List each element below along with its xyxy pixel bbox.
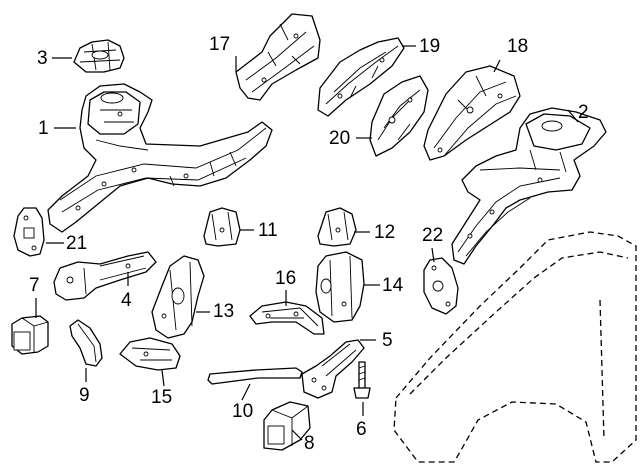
callout-3: 3 (37, 48, 48, 69)
callout-1: 1 (38, 118, 49, 139)
callout-6: 6 (356, 419, 367, 440)
callout-12: 12 (374, 222, 396, 243)
callout-16: 16 (275, 268, 297, 289)
callout-11: 11 (258, 220, 278, 241)
part-20-inner-apron (369, 75, 429, 157)
part-22-oval-plate (423, 257, 459, 315)
part-14-bracket (315, 251, 365, 323)
callout-14: 14 (382, 275, 404, 296)
callout-21: 21 (66, 233, 88, 254)
part-12-bracket (317, 207, 357, 247)
part-2-right-frame-rail (451, 107, 607, 265)
callout-9: 9 (79, 385, 90, 406)
callout-17: 17 (209, 34, 231, 55)
part-17-upper-rail (235, 13, 321, 101)
part-21-bracket-plate (13, 207, 45, 257)
callout-7: 7 (29, 275, 40, 296)
part-4-rail-extension (53, 251, 157, 301)
callout-19: 19 (419, 36, 441, 57)
callout-4: 4 (121, 290, 132, 311)
callout-15: 15 (151, 387, 173, 408)
part-10-strap (207, 367, 303, 385)
part-8-rail-section (263, 401, 311, 451)
part-7-rail-section (11, 315, 49, 355)
part-19-apron-reinforcement (317, 37, 405, 117)
part-11-bracket (203, 207, 241, 247)
callout-22: 22 (422, 225, 444, 246)
callout-13: 13 (213, 301, 235, 322)
callout-18: 18 (507, 36, 529, 57)
part-5-support-bracket (301, 339, 365, 399)
part-1-frame-rail-assembly (47, 83, 273, 233)
part-15-bracket (119, 337, 181, 371)
callout-10: 10 (232, 401, 254, 422)
leader-lines (35, 45, 579, 441)
callout-8: 8 (304, 433, 315, 454)
callout-20: 20 (329, 128, 351, 149)
callout-5: 5 (382, 330, 393, 351)
part-18-right-upper-rail (423, 65, 521, 161)
part-16-brace (249, 301, 325, 335)
callout-2: 2 (578, 102, 589, 123)
part-3-strut-mount (73, 39, 125, 73)
fender-outline (393, 231, 637, 463)
part-13-bracket (151, 255, 205, 339)
part-6-bolt (353, 361, 371, 399)
part-9-bent-bracket (69, 319, 103, 367)
